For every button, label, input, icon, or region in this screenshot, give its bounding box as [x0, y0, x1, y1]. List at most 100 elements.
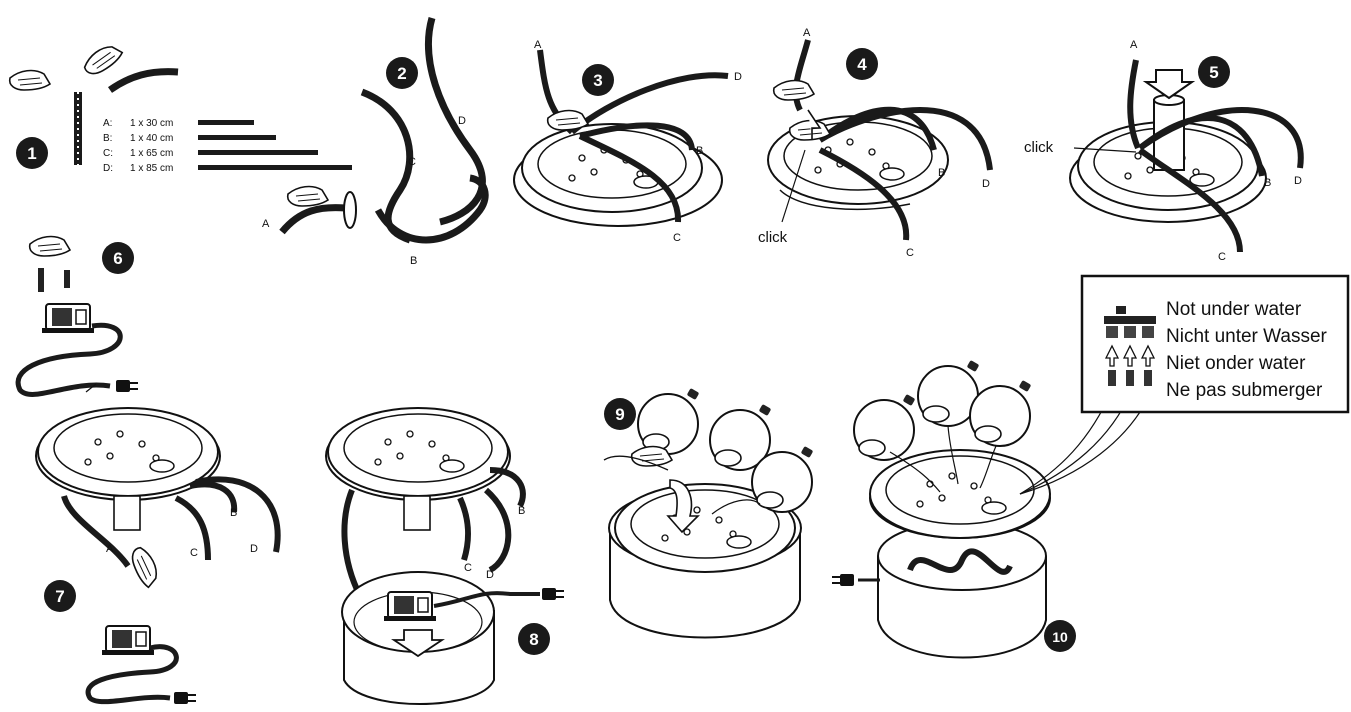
- step-number: 10: [1052, 629, 1068, 645]
- step-number: 5: [1209, 63, 1218, 82]
- step-7-connect-pump: A B C D: [36, 408, 278, 704]
- hose-label-d: D: [458, 115, 466, 127]
- hose-length-a: 1 x 30 cm: [130, 118, 173, 129]
- hose-label-c: C: [906, 247, 914, 259]
- step-badge-4: 4: [846, 48, 878, 80]
- hose-label-b: B: [1264, 177, 1271, 189]
- hose-d: [486, 490, 508, 570]
- step-badge-3: 3: [582, 64, 614, 96]
- hose-label-d: D: [982, 178, 990, 190]
- hose-label-b: B: [938, 167, 945, 179]
- connector-icon: [344, 192, 356, 228]
- step-badge-8: 8: [518, 623, 550, 655]
- pump-icon: [42, 304, 94, 333]
- hand-icon: [548, 111, 588, 130]
- step-1-hose-cutting: A: 1 x 30 cm B: 1 x 40 cm C: 1 x 65 cm D…: [10, 41, 352, 174]
- hose-label-d: D: [486, 569, 494, 581]
- transformer-icon: [1116, 306, 1126, 314]
- plug-icon: [832, 574, 854, 586]
- connector-icon: [1126, 370, 1134, 386]
- step-number: 2: [397, 64, 406, 83]
- warning-line-de: Nicht unter Wasser: [1166, 326, 1328, 347]
- sphere-icon: [854, 394, 915, 460]
- step-3-insert-hoses: A B C D: [514, 39, 742, 244]
- step-badge-9: 9: [604, 398, 636, 430]
- step-badge-2: 2: [386, 57, 418, 89]
- power-cable: [18, 325, 120, 394]
- plug-icon: [542, 588, 564, 600]
- sphere-icon: [638, 388, 699, 454]
- hose-length-key-c: C:: [103, 148, 113, 159]
- click-label: click: [758, 229, 788, 246]
- hose-length-key-a: A:: [103, 118, 112, 129]
- step-badge-10: 10: [1044, 620, 1076, 652]
- hand-left-icon: [10, 71, 50, 90]
- hand-icon: [774, 81, 814, 100]
- step-number: 8: [529, 630, 538, 649]
- warning-box: Not under water Nicht unter Wasser Niet …: [1082, 276, 1348, 412]
- hose-label-b: B: [230, 507, 237, 519]
- hose-end: [110, 72, 178, 90]
- basin-top: [870, 450, 1050, 538]
- hose-label-b: B: [696, 145, 703, 157]
- hand-right-icon: [81, 41, 126, 78]
- step-badge-1: 1: [16, 137, 48, 169]
- hose-label-c: C: [1218, 251, 1226, 263]
- hose-a: [282, 208, 346, 232]
- step-badge-7: 7: [44, 580, 76, 612]
- hose-label-a: A: [262, 218, 270, 230]
- hose-label-c: C: [673, 232, 681, 244]
- hose-label-a: A: [803, 27, 811, 39]
- hose-length-key-d: D:: [103, 163, 113, 174]
- hose-length-d: 1 x 85 cm: [130, 163, 173, 174]
- step-9-attach-spheres: [604, 388, 813, 637]
- hose-label-d: D: [734, 71, 742, 83]
- step-5-press-down: A B C D click: [1024, 39, 1302, 263]
- step-2-connect-hoses: A B C D: [262, 18, 485, 267]
- step-8-place-pump-in-basin: B C D: [326, 408, 564, 704]
- hose-label-d: D: [1294, 175, 1302, 187]
- step-badge-5: 5: [1198, 56, 1230, 88]
- sphere-icon: [970, 380, 1031, 446]
- hose-c: [460, 498, 468, 560]
- plug-icon: [174, 692, 196, 704]
- hose-b: [190, 484, 234, 512]
- hose-label-d: D: [250, 543, 258, 555]
- hose-a: [344, 490, 360, 596]
- step-number: 3: [593, 71, 602, 90]
- adapter-icon: [64, 270, 70, 288]
- connector-icon: [1108, 370, 1116, 386]
- click-label: click: [1024, 139, 1054, 156]
- hand-icon: [288, 187, 328, 206]
- length-bar-b: [198, 135, 276, 140]
- step-number: 7: [55, 587, 64, 606]
- hose-label-c: C: [408, 156, 416, 168]
- step-number: 9: [615, 405, 624, 424]
- hose-d: [428, 18, 482, 222]
- step-number: 1: [27, 144, 36, 163]
- plug-icon: [116, 380, 138, 392]
- hose-label-b: B: [410, 255, 417, 267]
- hose-label-a: A: [106, 543, 114, 555]
- warning-line-en: Not under water: [1166, 299, 1302, 320]
- hose-label-c: C: [464, 562, 472, 574]
- length-bar-d: [198, 165, 352, 170]
- pump-icon: [102, 626, 154, 655]
- arrow-down-icon: [1146, 70, 1192, 98]
- step-number: 6: [113, 249, 122, 268]
- hose-label-a: A: [1130, 39, 1138, 51]
- hose-length-key-b: B:: [103, 133, 112, 144]
- hose-length-b: 1 x 40 cm: [130, 133, 173, 144]
- connector-icon: [1144, 370, 1152, 386]
- length-bar-a: [198, 120, 254, 125]
- step-badge-6: 6: [102, 242, 134, 274]
- length-bar-c: [198, 150, 318, 155]
- hand-icon: [129, 545, 161, 590]
- pump-icon: [384, 592, 436, 621]
- warning-line-nl: Niet onder water: [1166, 353, 1306, 374]
- step-number: 4: [857, 55, 867, 74]
- adapter-icon: [38, 268, 44, 292]
- hose-label-a: A: [534, 39, 542, 51]
- warning-line-fr: Ne pas submerger: [1166, 380, 1323, 401]
